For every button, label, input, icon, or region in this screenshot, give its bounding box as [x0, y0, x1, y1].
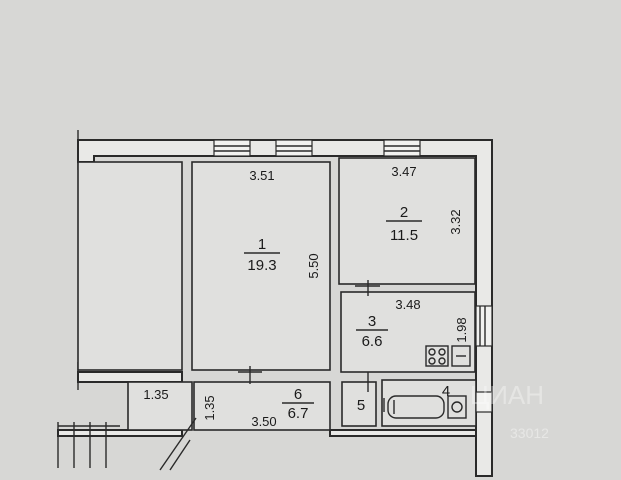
doors — [57, 280, 385, 471]
stove-icon — [425, 345, 449, 367]
room-3-length: 1.98 — [454, 317, 469, 342]
toilet-icon — [447, 395, 467, 419]
room-2-number: 2 — [400, 204, 408, 221]
room-2-width: 3.47 — [391, 164, 416, 179]
corridor-width: 1.35 — [143, 387, 168, 402]
room-5-number: 5 — [357, 397, 365, 414]
room-6-area: 6.7 — [288, 405, 309, 422]
room-3 — [340, 291, 476, 373]
room-3-number: 3 — [368, 313, 376, 330]
room-6-number: 6 — [294, 386, 302, 403]
room-1-length: 5.50 — [306, 253, 321, 278]
room-6-width: 3.50 — [251, 414, 276, 429]
room-2-length: 3.32 — [448, 209, 463, 234]
room-4 — [381, 379, 477, 427]
left-area — [77, 161, 183, 371]
watermark-code: 33012 — [510, 425, 549, 441]
room-1 — [191, 161, 331, 371]
room-4-number: 4 — [442, 383, 450, 400]
room-1-area: 19.3 — [247, 257, 276, 274]
windows — [213, 139, 493, 413]
room-6 — [193, 381, 331, 431]
room-3-area: 6.6 — [362, 333, 383, 350]
room-5 — [341, 381, 377, 427]
bathtub-icon — [387, 395, 445, 419]
room-2-area: 11.5 — [390, 227, 418, 244]
corridor-small — [127, 381, 193, 431]
sink-icon — [451, 345, 471, 367]
room-1-number: 1 — [258, 236, 266, 253]
room-1-width: 3.51 — [249, 168, 274, 183]
room-3-width: 3.48 — [395, 297, 420, 312]
watermark-logo: ЦИАН — [470, 380, 544, 410]
room-6-length: 1.35 — [202, 395, 217, 420]
